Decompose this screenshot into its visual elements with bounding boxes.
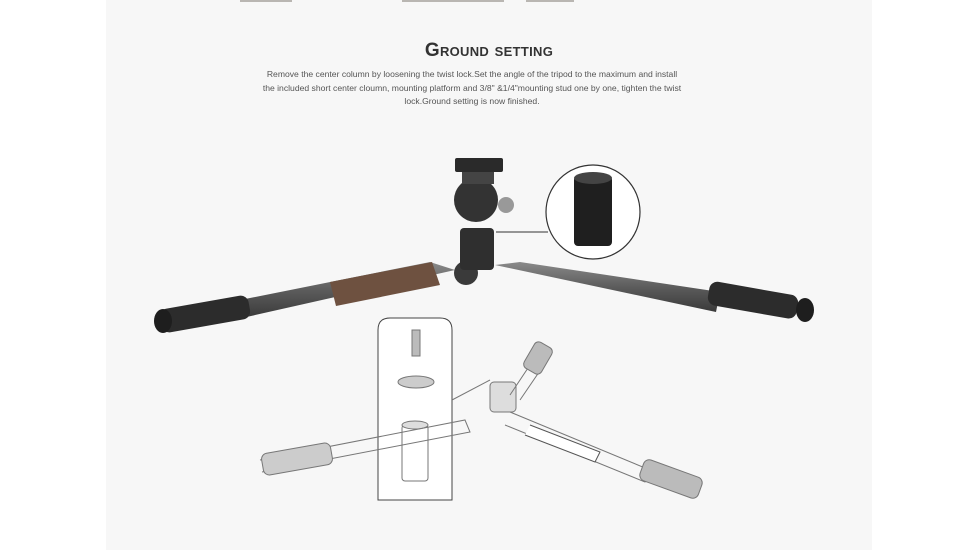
content-panel [106,0,872,550]
tripod-photo [154,158,814,333]
section-description: Remove the center column by loosening th… [262,69,682,106]
assembly-diagram [259,317,703,501]
nav-tab-indicator[interactable] [402,0,504,2]
inset-detail [496,164,641,260]
section-title: Ground setting [424,40,554,61]
nav-tab-indicator[interactable] [240,0,292,2]
nav-tab-indicator[interactable] [526,0,574,2]
